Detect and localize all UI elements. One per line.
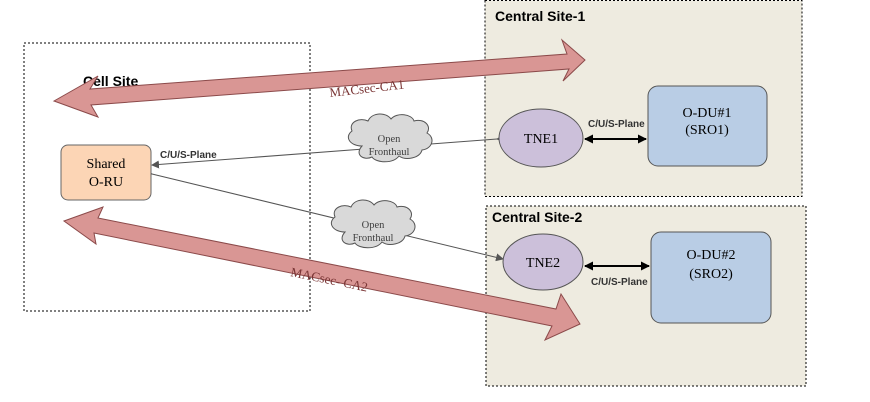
odu1-line1: O-DU#1 (683, 106, 732, 121)
tne1-odu1-link: C/U/S-Plane (584, 119, 647, 144)
plane-label-oru: C/U/S-Plane (160, 150, 217, 161)
oru-line2: O-RU (89, 175, 123, 190)
oru-line1: Shared (87, 157, 126, 172)
odu2-line1: O-DU#2 (687, 248, 736, 263)
cloud1-line2: Fronthaul (369, 147, 410, 158)
central-site-1-title: Central Site-1 (495, 8, 585, 24)
odu2-node: O-DU#2 (SRO2) (650, 231, 772, 324)
tne2-label: TNE2 (526, 256, 560, 271)
cloud1-line1: Open (378, 134, 401, 145)
link-oru-tne2 (144, 168, 504, 262)
tne2-odu2-link: C/U/S-Plane (584, 261, 650, 288)
central-site-2-title: Central Site-2 (492, 209, 582, 225)
odu2-line2: (SRO2) (689, 267, 733, 282)
cloud2-line1: Open (362, 220, 385, 231)
tne2-node: TNE2 (502, 233, 584, 291)
tne1-label: TNE1 (524, 132, 558, 147)
link-oru-tne1 (151, 134, 505, 169)
cloud-open-fronthaul-2: Open Fronthaul (330, 199, 416, 249)
cloud2-line2: Fronthaul (353, 233, 394, 244)
tne1-node: TNE1 (498, 108, 584, 168)
odu1-line2: (SRO1) (685, 123, 729, 138)
plane-label-site1: C/U/S-Plane (588, 119, 645, 130)
shared-oru: Shared O-RU (60, 144, 152, 201)
plane-label-site2: C/U/S-Plane (591, 277, 648, 288)
odu1-node: O-DU#1 (SRO1) (647, 85, 768, 167)
cloud-open-fronthaul-1: Open Fronthaul (347, 113, 433, 163)
fronthaul-links (144, 134, 505, 262)
